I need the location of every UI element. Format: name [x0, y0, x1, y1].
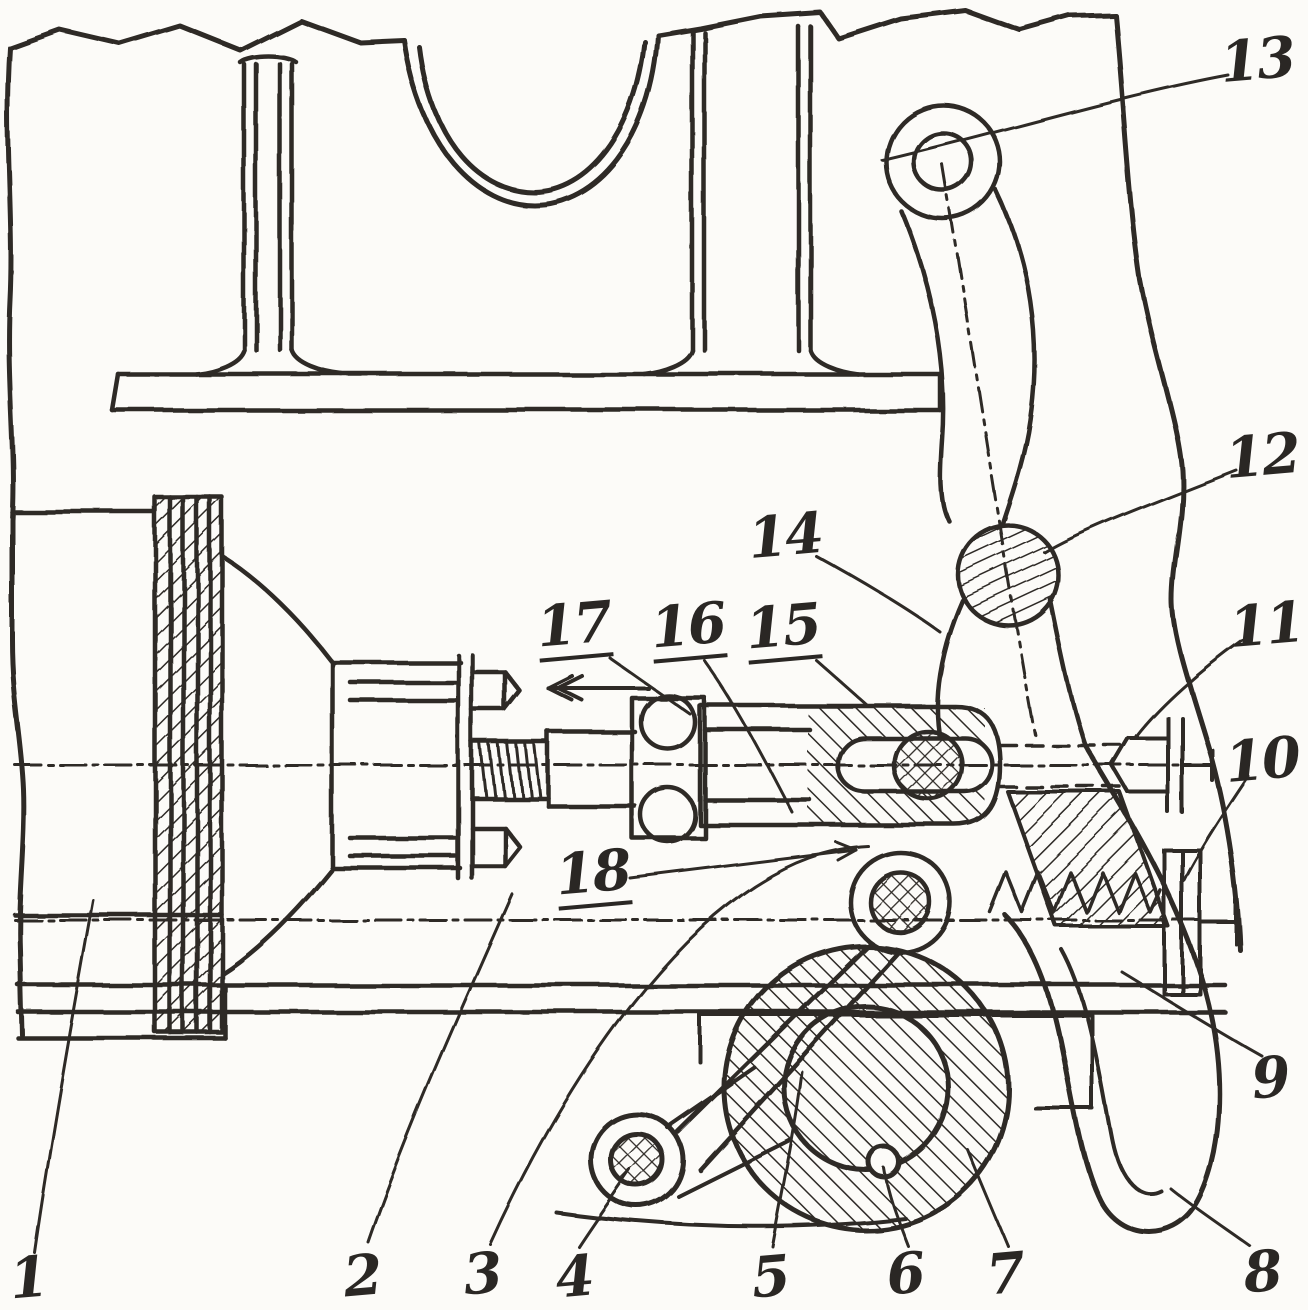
leader-lines	[32, 73, 1264, 1254]
callout-label-15: 15	[742, 590, 823, 665]
thread-ticks	[478, 740, 542, 800]
lever-axis-centerline	[941, 163, 1037, 737]
callout-label-1: 1	[6, 1243, 50, 1310]
callout-label-6: 6	[883, 1239, 927, 1309]
bottom-assembly	[554, 943, 1094, 1233]
leader-14	[814, 554, 942, 634]
base-rails	[12, 912, 1228, 1041]
hub-4	[588, 1111, 686, 1209]
leader-10	[1182, 774, 1250, 882]
flywheel-disc	[721, 943, 1011, 1233]
disc-notch	[866, 1144, 902, 1180]
leader-8	[1168, 1186, 1252, 1248]
callout-label-13: 13	[1217, 23, 1297, 97]
callout-label-9: 9	[1248, 1043, 1292, 1113]
pull-rod-assembly	[469, 692, 1127, 845]
callout-label-7: 7	[983, 1239, 1027, 1309]
callout-label-16: 16	[647, 589, 728, 664]
leader-15	[814, 658, 870, 708]
motion-arrow-left	[546, 674, 650, 702]
leader-11	[1134, 638, 1244, 738]
leader-7	[966, 1148, 1010, 1248]
leader-17	[608, 656, 692, 716]
callout-label-3: 3	[460, 1239, 504, 1309]
leader-3	[488, 844, 870, 1246]
callout-label-5: 5	[748, 1242, 792, 1310]
pivot-boss-13-bore	[911, 130, 975, 194]
callout-label-10: 10	[1222, 723, 1302, 797]
callout-label-4: 4	[552, 1242, 596, 1310]
leader-1	[32, 898, 95, 1254]
spring-damper-10	[988, 790, 1238, 996]
leader-2	[366, 892, 514, 1244]
upper-lever-arm	[883, 102, 1088, 748]
callout-label-14: 14	[745, 499, 825, 573]
clevis-nut	[629, 692, 708, 845]
leader-13	[880, 73, 1230, 162]
leader-5	[770, 1070, 804, 1248]
lower-right-arm	[1002, 742, 1222, 1234]
leader-6	[882, 1166, 910, 1248]
callout-label-2: 2	[340, 1241, 384, 1310]
callout-label-18: 18	[552, 836, 633, 911]
pivot-boss-13	[883, 102, 1003, 222]
centerlines	[13, 763, 1202, 922]
callout-label-11: 11	[1226, 588, 1306, 662]
callout-label-8: 8	[1240, 1237, 1284, 1307]
coil-spring	[988, 870, 1162, 914]
leader-12	[1042, 468, 1238, 554]
leader-16	[702, 658, 794, 814]
callout-label-12: 12	[1222, 419, 1302, 493]
upper-beam-section	[109, 23, 943, 413]
callout-label-17: 17	[533, 588, 614, 663]
leader-9	[1120, 970, 1264, 1058]
leader-4	[576, 1168, 632, 1248]
